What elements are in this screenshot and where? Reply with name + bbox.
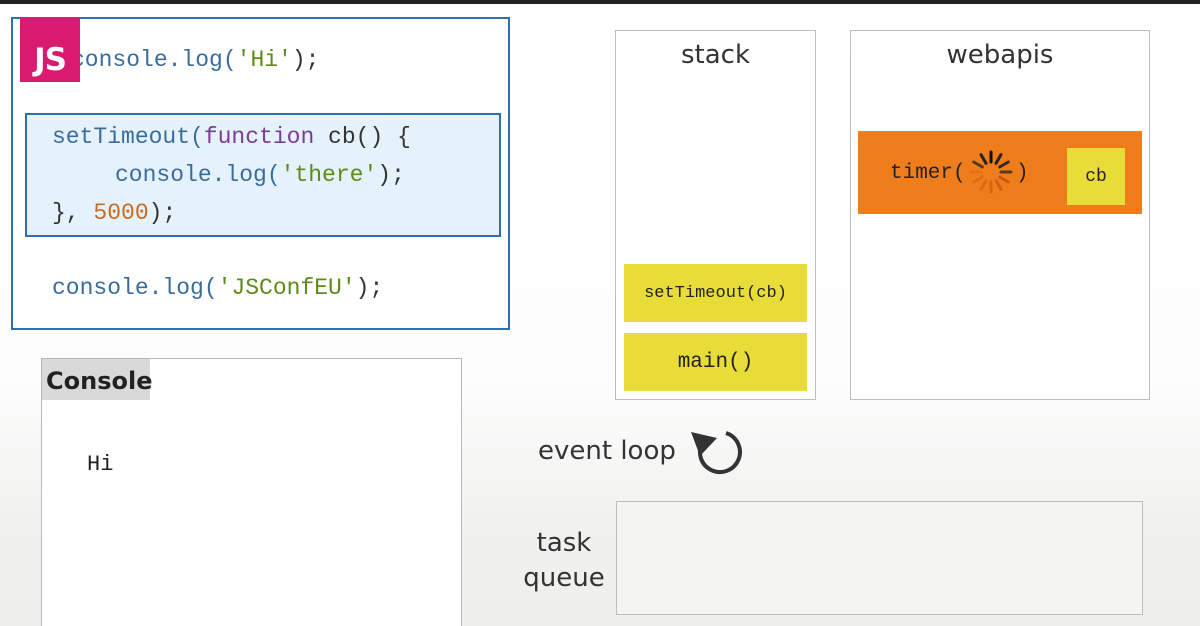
console-panel: Console Hi	[41, 358, 462, 626]
code-token: console.log(	[115, 162, 281, 188]
stack-panel: stack setTimeout(cb) main()	[615, 30, 816, 400]
code-keyword: function	[203, 124, 315, 150]
callback-box: cb	[1067, 148, 1125, 205]
console-output-line: Hi	[87, 452, 114, 477]
code-string: 'there'	[280, 162, 378, 188]
code-token: );	[291, 47, 320, 73]
task-queue-label-line1: task	[536, 528, 592, 558]
code-string: 'Hi'	[236, 47, 292, 73]
code-line-1: console.log('Hi');	[71, 47, 319, 73]
highlighted-code-block	[25, 113, 501, 237]
timer-box: timer( ) cb	[858, 131, 1142, 214]
webapis-title: webapis	[946, 40, 1054, 70]
js-logo: JS	[20, 18, 80, 82]
task-queue-label-line2: queue	[523, 563, 605, 593]
timer-close-paren: )	[1016, 162, 1029, 185]
code-string: 'JSConfEU'	[217, 275, 356, 301]
code-token: },	[52, 200, 94, 226]
code-token: );	[148, 200, 177, 226]
code-panel: JS console.log('Hi'); setTimeout(functio…	[11, 17, 510, 330]
code-line-4: }, 5000);	[52, 200, 176, 226]
stack-frame-settimeout: setTimeout(cb)	[624, 264, 807, 322]
code-token: console.log(	[52, 275, 218, 301]
webapis-panel: webapis timer( ) cb	[850, 30, 1150, 400]
top-bar	[0, 0, 1200, 4]
stack-title: stack	[680, 40, 751, 70]
code-token: setTimeout(	[52, 124, 204, 150]
code-token: cb() {	[314, 124, 411, 150]
code-token: console.log(	[71, 47, 237, 73]
console-title: Console	[42, 359, 152, 400]
code-token: );	[377, 162, 405, 188]
task-queue-panel	[616, 501, 1143, 615]
code-line-3: console.log('there');	[115, 162, 405, 188]
task-queue-label: task queue	[520, 526, 608, 596]
code-number: 5000	[93, 200, 149, 226]
code-line-5: console.log('JSConfEU');	[52, 275, 383, 301]
code-line-2: setTimeout(function cb() {	[52, 124, 411, 150]
event-loop-label: event loop	[538, 436, 676, 466]
loading-spinner-icon	[969, 150, 1013, 194]
timer-label: timer(	[890, 162, 966, 185]
event-loop-icon	[691, 431, 742, 475]
code-token: );	[355, 275, 384, 301]
stack-frame-main: main()	[624, 333, 807, 391]
